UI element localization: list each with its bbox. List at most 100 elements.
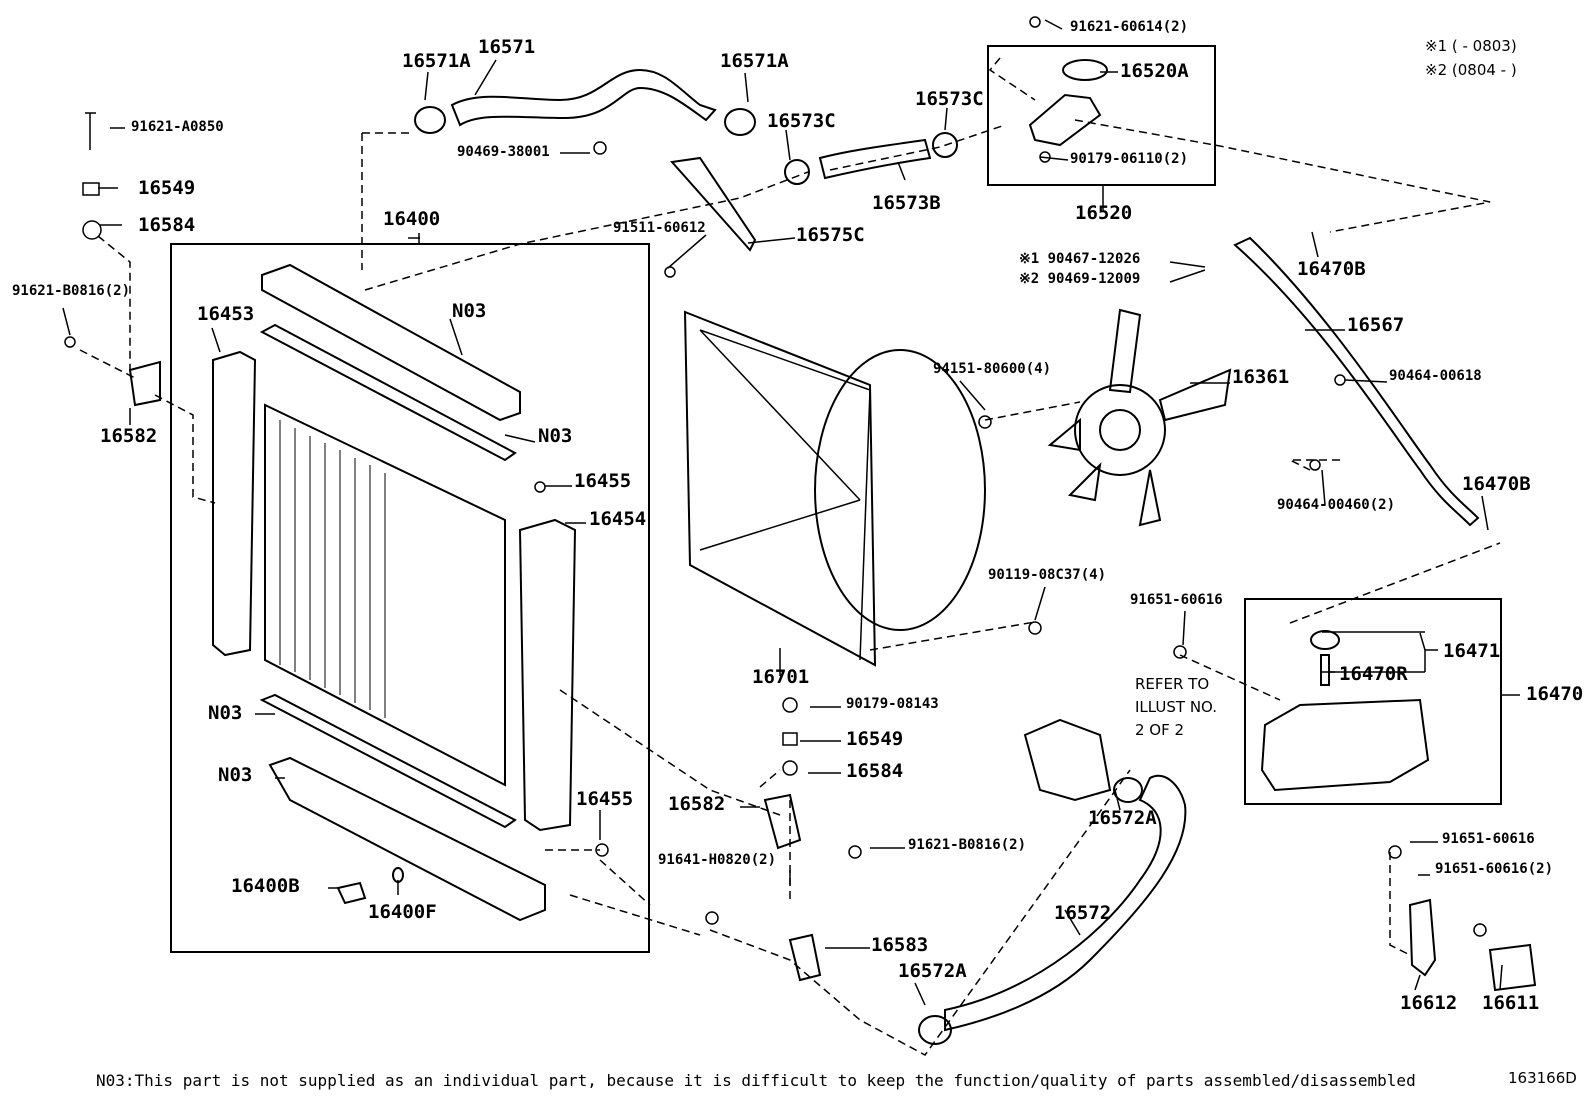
- support-16454: [518, 518, 577, 832]
- part-label-16471: 16471: [1443, 640, 1501, 662]
- clamp-16573C-right: [932, 132, 958, 158]
- hose-16567: [1233, 236, 1480, 527]
- lower-hose-16572: [944, 775, 1187, 1032]
- part-label-16453: 16453: [197, 303, 255, 325]
- part-label-16400B: 16400B: [231, 875, 300, 897]
- bracket-16575C: [670, 156, 757, 252]
- clamp-16571A-left: [414, 106, 446, 134]
- part-label-16612: 16612: [1400, 992, 1458, 1014]
- part-label-16572A-a: 16572A: [1088, 807, 1157, 829]
- part-label-16520A: 16520A: [1120, 60, 1189, 82]
- part-label-16582-b: 16582: [668, 793, 726, 815]
- note-1: ※1 ( - 0803): [1425, 37, 1517, 55]
- footnote: N03:This part is not supplied as an indi…: [96, 1071, 1416, 1090]
- radiator-group-box: [170, 243, 650, 953]
- shroud-ring: [814, 349, 986, 631]
- part-label-16549-b: 16549: [846, 728, 904, 750]
- part-label-16573C-a: 16573C: [767, 110, 836, 132]
- part-label-91621-A0850: 91621-A0850: [131, 119, 224, 135]
- part-label-16584-a: 16584: [138, 214, 196, 236]
- part-label-91651-60616-a: 91651-60616: [1130, 592, 1223, 608]
- part-label-91641-H0820: 91641-H0820(2): [658, 852, 777, 868]
- refer-line-1: REFER TO: [1135, 675, 1210, 693]
- refer-line-3: 2 OF 2: [1135, 721, 1185, 739]
- part-label-90469-38001: 90469-38001: [457, 144, 550, 160]
- part-label-16583: 16583: [871, 934, 929, 956]
- part-label-16520: 16520: [1075, 202, 1133, 224]
- clamp-16571A-right: [724, 108, 756, 136]
- clamp-16611: [1488, 943, 1537, 992]
- part-label-16567: 16567: [1347, 314, 1405, 336]
- drain-cock-16400B: [336, 881, 367, 905]
- part-label-N03-d: N03: [218, 764, 253, 786]
- part-label-16400: 16400: [383, 208, 441, 230]
- refer-line-2: ILLUST NO.: [1135, 698, 1218, 716]
- part-label-ast2: ※2 90469-12009: [1019, 271, 1141, 287]
- part-label-16455-a: 16455: [574, 470, 632, 492]
- part-label-N03-c: N03: [208, 702, 243, 724]
- part-label-16572: 16572: [1054, 902, 1112, 924]
- part-label-16549-a: 16549: [138, 177, 196, 199]
- part-label-16470: 16470: [1526, 683, 1584, 705]
- bracket-16582-center: [763, 793, 802, 850]
- part-label-N03-b: N03: [538, 425, 573, 447]
- clamp-16612: [1408, 898, 1437, 977]
- hose-16573B: [818, 138, 932, 180]
- tank-hose-16470R: [1320, 654, 1330, 686]
- radiator-core: [264, 403, 506, 787]
- filler-neck: [1028, 93, 1102, 147]
- part-label-16470B-a: 16470B: [1297, 258, 1366, 280]
- water-outlet: [1023, 718, 1112, 802]
- clamp-16573C-left: [784, 159, 810, 185]
- part-label-16470B-b: 16470B: [1462, 473, 1531, 495]
- part-label-16701: 16701: [752, 666, 810, 688]
- part-label-90464-00460: 90464-00460(2): [1277, 497, 1396, 513]
- part-label-16582-a: 16582: [100, 425, 158, 447]
- part-label-16400F: 16400F: [368, 901, 437, 923]
- reserve-tank-16470: [1260, 698, 1430, 792]
- illustration-code: 163166D: [1508, 1069, 1577, 1087]
- part-label-90119-08C37: 90119-08C37(4): [988, 567, 1107, 583]
- gasket-bottom: [259, 693, 517, 829]
- part-label-16584-b: 16584: [846, 760, 904, 782]
- part-label-94151-80600: 94151-80600(4): [933, 361, 1052, 377]
- shroud-struts: [699, 329, 871, 661]
- part-label-16470R: 16470R: [1339, 663, 1408, 685]
- part-label-ast1: ※1 90467-12026: [1019, 251, 1141, 267]
- core-fins: [279, 420, 386, 718]
- part-label-16573C-b: 16573C: [915, 88, 984, 110]
- fan-shroud-16701: [683, 310, 877, 667]
- note-2: ※2 (0804 - ): [1425, 61, 1517, 79]
- reserve-tank-group-box: [1244, 598, 1502, 805]
- part-label-16611: 16611: [1482, 992, 1540, 1014]
- clamp-16572A-upper: [1113, 777, 1143, 803]
- part-label-91651-60616-b: 91651-60616: [1442, 831, 1535, 847]
- clamp-16572A-lower: [918, 1015, 952, 1045]
- upper-tank: [261, 263, 521, 422]
- tank-cap: [1310, 630, 1340, 650]
- fan-16361: [1047, 308, 1232, 527]
- oring-16400F: [392, 867, 404, 883]
- part-label-16573B: 16573B: [872, 192, 941, 214]
- part-label-16571A-r: 16571A: [720, 50, 789, 72]
- bracket-16583: [788, 933, 822, 982]
- support-16453: [212, 350, 257, 657]
- part-label-16454: 16454: [589, 508, 647, 530]
- part-label-16361: 16361: [1232, 366, 1290, 388]
- part-label-91511-60612: 91511-60612: [613, 220, 706, 236]
- upper-hose-16571: [450, 68, 717, 127]
- bracket-16582-left: [128, 360, 161, 407]
- part-label-N03-a: N03: [452, 300, 487, 322]
- part-label-90464-00618: 90464-00618: [1389, 368, 1482, 384]
- part-label-91651-60616-c: 91651-60616(2): [1435, 861, 1554, 877]
- bolts: [64, 16, 1487, 937]
- part-label-91621-60614: 91621-60614(2): [1070, 19, 1189, 35]
- part-label-91621-B0816-b: 91621-B0816(2): [908, 837, 1027, 853]
- part-label-16571A-l: 16571A: [402, 50, 471, 72]
- gasket-top: [259, 323, 517, 462]
- part-label-16572A-b: 16572A: [898, 960, 967, 982]
- part-label-91621-B0816-a: 91621-B0816(2): [12, 283, 131, 299]
- part-label-16455-b: 16455: [576, 788, 634, 810]
